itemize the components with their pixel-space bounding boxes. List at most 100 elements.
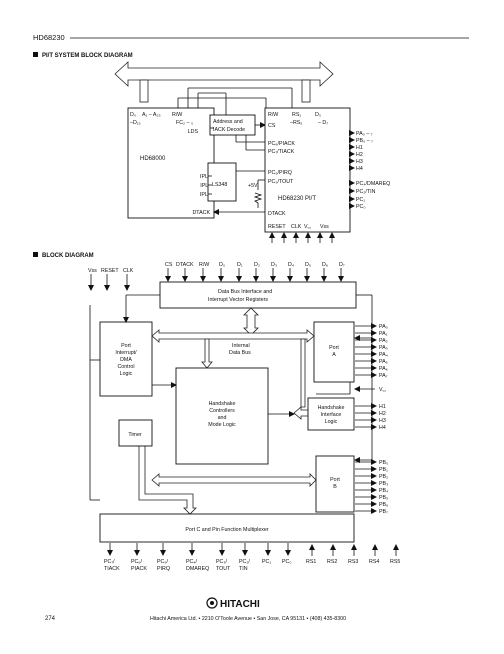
sig-d4: D₄	[288, 262, 294, 268]
port-c-pin-label: PC₂/	[239, 559, 250, 565]
pit-out-pa: PA₀ – ₇	[356, 131, 373, 137]
dbi-line-2: Interrupt Vector Registers	[208, 297, 268, 303]
port-b-pin-label: PB₇	[379, 509, 388, 515]
port-b-pin-label: PB₄	[379, 488, 388, 494]
sig-d2: D₂	[254, 262, 260, 268]
part-number: HD68230	[33, 33, 65, 42]
rs-pin-label: RS2	[327, 559, 337, 565]
port-c-pin-alt-label: DMAREQ	[186, 566, 209, 572]
hd68000-pin-fc: FC₂ – ₀	[176, 120, 193, 126]
pit-pin-dtack: DTACK	[268, 211, 286, 217]
system-wiring	[177, 87, 293, 215]
port-c-pin-alt-label: PIRQ	[157, 566, 170, 572]
hd68000-pin-addr: A₁ – A₂₃	[142, 112, 161, 118]
dbi-line-1: Data Bus Interface and	[218, 289, 272, 295]
hi-line-2: Interface	[321, 412, 342, 418]
port-b-line-1: Port	[330, 477, 340, 483]
vcc-label: V꜀꜀	[379, 387, 386, 393]
internal-data-bus	[135, 307, 317, 515]
pit-pin-d7: – D₇	[318, 120, 328, 126]
handshake-interface-block	[307, 397, 355, 431]
port-c-mux-block	[99, 513, 355, 543]
hitachi-logo: HITACHI	[206, 597, 260, 610]
timer-block	[118, 419, 153, 447]
h-pin-label: H4	[379, 425, 386, 431]
sig-d0: D₀	[219, 262, 225, 268]
decoder-line-1: Address and	[213, 119, 243, 125]
page-number: 274	[45, 616, 56, 622]
vcc-plus5v: +5V	[248, 183, 258, 189]
ls348-chip	[207, 162, 237, 202]
port-c-pin-alt-label: TIACK	[104, 566, 120, 572]
sig-d7: D₇	[339, 262, 345, 268]
sig-vss: Vss	[88, 268, 97, 274]
port-c-pin-alt-label: TIN	[239, 566, 248, 572]
ls348-label: LS348	[212, 182, 227, 188]
pidma-line-5: Logic	[120, 371, 133, 377]
hc-line-1: Handshake	[209, 401, 236, 407]
pit-pin-d0: D₀	[315, 112, 321, 118]
port-a-pin-label: PA₆	[379, 366, 388, 372]
section-title-block: BLOCK DIAGRAM	[42, 253, 94, 259]
top-signal-arrows	[88, 268, 344, 291]
hc-line-4: Mode Logic	[208, 422, 236, 428]
port-a-pin-label: PA₅	[379, 359, 388, 365]
port-c-pin-alt-label: PIACK	[131, 566, 147, 572]
port-b-line-2: B	[333, 484, 337, 490]
port-a-pin-label: PA₃	[379, 345, 388, 351]
pit-pin-clk: CLK	[291, 224, 302, 230]
port-b-pin-label: PB₆	[379, 502, 388, 508]
port-c-pin-label: PC₆/	[131, 559, 142, 565]
port-b-pin-label: PB₀	[379, 460, 388, 466]
hd68000-pin-d15: –D₁₅	[130, 120, 141, 126]
system-bus	[114, 61, 334, 103]
pit-out-h1: H1	[356, 145, 363, 151]
hd68000-chip	[127, 107, 215, 219]
pit-pin-rs5: –RS₅	[290, 120, 302, 126]
pit-pin-vcc: V꜀꜀	[304, 224, 311, 230]
pit-pin-pc6: PC₆/PIACK	[268, 141, 295, 147]
pit-bottom-arrows	[269, 232, 335, 243]
port-a-line-1: Port	[329, 345, 339, 351]
hd68000-pin-dtack: DTACK	[192, 210, 210, 216]
rs-pin-label: RS4	[369, 559, 379, 565]
timer-label: Timer	[128, 432, 142, 438]
port-c-pin-label: PC₀	[282, 559, 292, 565]
port-b-pin-label: PB₃	[379, 481, 388, 487]
rs-pin-label: RS5	[390, 559, 400, 565]
pit-pin-pc3: PC₃/TOUT	[268, 179, 294, 185]
rs-pin-label: RS1	[306, 559, 316, 565]
port-a-block	[313, 321, 355, 383]
data-bus-interface-block	[159, 281, 357, 309]
port-a-pin-label: PA₇	[379, 373, 388, 379]
section-bullet-2	[33, 252, 38, 257]
hd68000-pin-ipl0: IPL₀	[200, 192, 210, 198]
pit-pin-pc5: PC₅/PIRQ	[268, 170, 292, 176]
pit-pin-vss: Vss	[320, 224, 329, 230]
pit-pin-pc7: PC₇/TIACK	[268, 149, 295, 155]
port-c-pin-label: PC₁	[262, 559, 271, 565]
port-c-pin-label: PC₃/	[216, 559, 228, 565]
port-a-pin-label: PA₂	[379, 338, 388, 344]
hi-line-3: Logic	[325, 419, 338, 425]
port-b-pin-label: PB₂	[379, 474, 388, 480]
handshake-controllers-block	[175, 367, 269, 465]
port-c-pin-label: PC₇/	[104, 559, 115, 565]
h-pin-label: H1	[379, 404, 386, 410]
hi-line-1: Handshake	[318, 405, 345, 411]
pit-pin-reset: RESET	[268, 224, 286, 230]
hd68000-pin-d0: D₀	[130, 112, 136, 118]
pit-out-pc4: PC₄/DMAREQ	[356, 181, 390, 187]
sig-d3: D₃	[271, 262, 277, 268]
hc-line-3: and	[218, 415, 227, 421]
pit-out-h2: H2	[356, 152, 363, 158]
footer-address: Hitachi America Ltd. • 2210 O'Toole Aven…	[150, 616, 346, 622]
port-c-mux-label: Port C and Pin Function Multiplexer	[185, 527, 269, 533]
sig-cs: CS	[165, 262, 173, 268]
port-a-line-2: A	[332, 352, 336, 358]
pit-output-arrows	[349, 130, 355, 209]
